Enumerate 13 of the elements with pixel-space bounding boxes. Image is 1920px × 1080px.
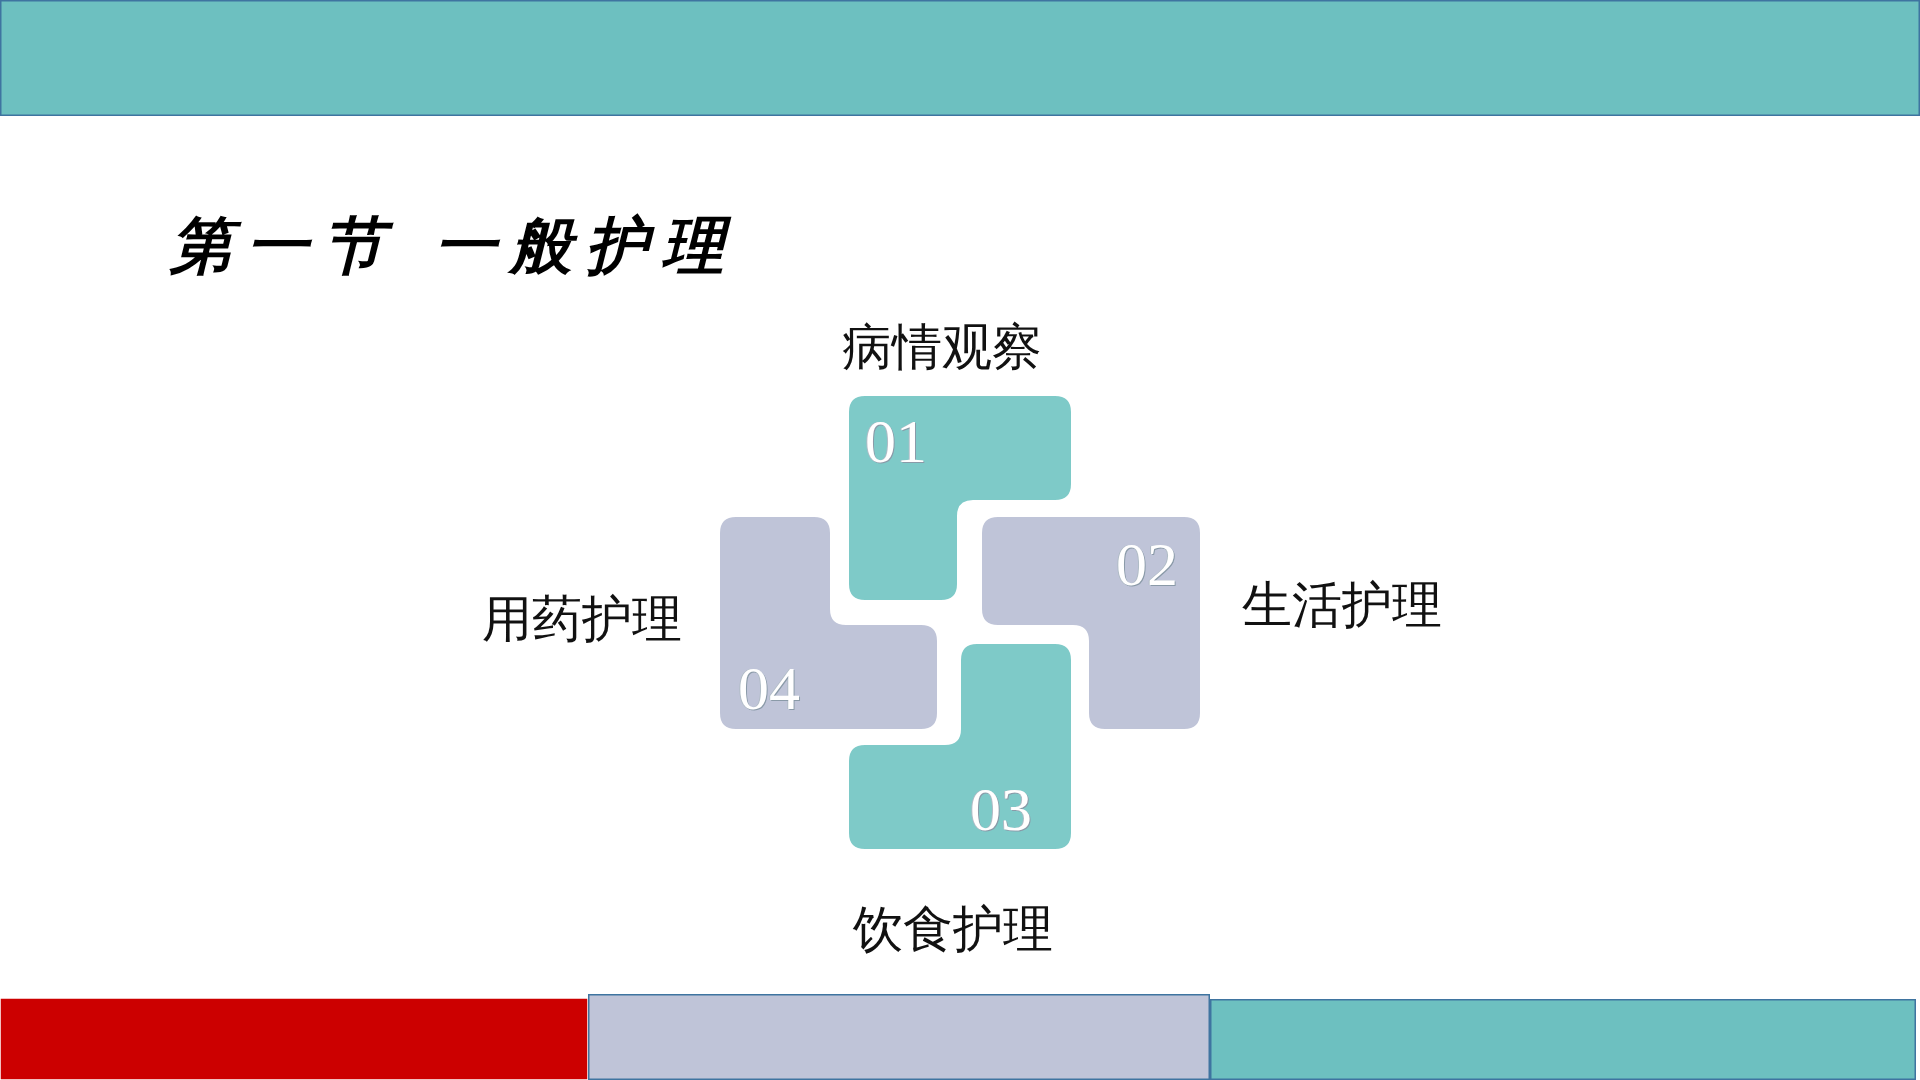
puzzle-tile	[849, 644, 1071, 849]
step-number: 03	[970, 778, 1032, 840]
puzzle-tile	[720, 517, 937, 729]
step-number: 04	[738, 657, 800, 719]
item-label: 病情观察	[842, 322, 1042, 372]
slide-title: 第一节 一般护理	[170, 215, 738, 277]
item-label: 生活护理	[1242, 580, 1442, 630]
puzzle-tile	[849, 396, 1071, 600]
item-label: 用药护理	[482, 594, 682, 644]
step-number: 01	[865, 410, 927, 472]
puzzle-tile	[982, 517, 1200, 729]
item-label: 饮食护理	[853, 904, 1053, 954]
step-number: 02	[1116, 533, 1178, 595]
